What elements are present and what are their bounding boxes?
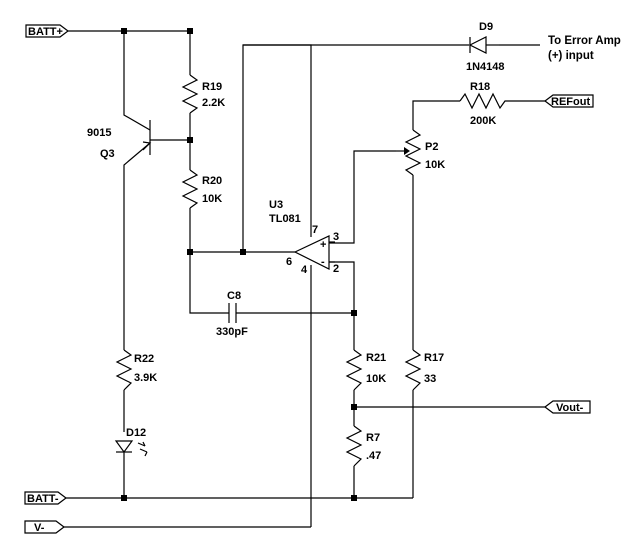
svg-text:C8: C8 bbox=[227, 290, 241, 302]
svg-text:200K: 200K bbox=[470, 115, 496, 127]
diode-d9: D9 1N4148 bbox=[466, 21, 505, 73]
capacitor-c8: C8 330pF bbox=[216, 290, 248, 338]
resistor-r20: R20 10K bbox=[181, 169, 222, 209]
svg-text:U3: U3 bbox=[269, 199, 283, 211]
svg-text:7: 7 bbox=[312, 224, 318, 236]
svg-text:3.9K: 3.9K bbox=[134, 372, 157, 384]
svg-text:6: 6 bbox=[286, 256, 292, 268]
svg-text:3: 3 bbox=[333, 231, 339, 243]
svg-text:10K: 10K bbox=[425, 159, 445, 171]
svg-text:Vout-: Vout- bbox=[556, 402, 584, 414]
opamp-u3: U3 TL081 7 3 6 4 2 + - bbox=[269, 199, 339, 276]
svg-text:R19: R19 bbox=[202, 81, 222, 93]
svg-text:TL081: TL081 bbox=[269, 213, 301, 225]
transistor-q3: 9015 Q3 bbox=[87, 120, 152, 160]
svg-text:R18: R18 bbox=[470, 81, 490, 93]
potentiometer-p2: P2 10K bbox=[396, 129, 445, 176]
svg-text:.47: .47 bbox=[366, 450, 381, 462]
svg-text:V-: V- bbox=[34, 522, 45, 534]
svg-text:10K: 10K bbox=[202, 193, 222, 205]
junction-dots bbox=[121, 28, 357, 501]
svg-text:D9: D9 bbox=[479, 21, 493, 33]
svg-text:R22: R22 bbox=[134, 353, 154, 365]
svg-text:REFout: REFout bbox=[551, 96, 590, 108]
led-d12: D12 bbox=[114, 427, 148, 457]
svg-text:9015: 9015 bbox=[87, 127, 111, 139]
svg-text:33: 33 bbox=[424, 373, 436, 385]
port-v-minus: V- bbox=[24, 520, 65, 534]
port-batt-plus: BATT+ bbox=[25, 24, 69, 38]
resistor-r21: R21 10K bbox=[345, 349, 386, 391]
port-refout: REFout bbox=[544, 94, 594, 108]
svg-text:R7: R7 bbox=[366, 432, 380, 444]
svg-text:10K: 10K bbox=[366, 373, 386, 385]
svg-text:330pF: 330pF bbox=[216, 326, 248, 338]
error-amp-note-line1: To Error Amp bbox=[548, 35, 621, 47]
svg-text:BATT-: BATT- bbox=[27, 493, 59, 505]
svg-text:R21: R21 bbox=[366, 352, 386, 364]
svg-text:BATT+: BATT+ bbox=[28, 26, 63, 38]
resistor-r19: R19 2.2K bbox=[181, 74, 225, 114]
svg-text:1N4148: 1N4148 bbox=[466, 61, 505, 73]
port-batt-minus: BATT- bbox=[24, 491, 67, 505]
resistor-r18: R18 200K bbox=[459, 81, 510, 127]
error-amp-note-line2: (+) input bbox=[548, 50, 594, 62]
svg-text:-: - bbox=[321, 256, 325, 268]
svg-text:4: 4 bbox=[301, 264, 308, 276]
svg-text:2: 2 bbox=[333, 263, 339, 275]
wires bbox=[64, 30, 545, 528]
svg-text:R20: R20 bbox=[202, 175, 222, 187]
resistor-r17: R17 33 bbox=[404, 349, 444, 391]
svg-text:2.2K: 2.2K bbox=[202, 97, 225, 109]
svg-text:Q3: Q3 bbox=[100, 148, 115, 160]
svg-text:P2: P2 bbox=[425, 141, 438, 153]
port-vout-minus: Vout- bbox=[544, 400, 591, 414]
svg-text:D12: D12 bbox=[126, 427, 146, 439]
svg-text:+: + bbox=[320, 239, 326, 251]
resistor-r22: R22 3.9K bbox=[115, 349, 157, 391]
svg-text:R17: R17 bbox=[424, 352, 444, 364]
resistor-r7: R7 .47 bbox=[345, 425, 381, 467]
